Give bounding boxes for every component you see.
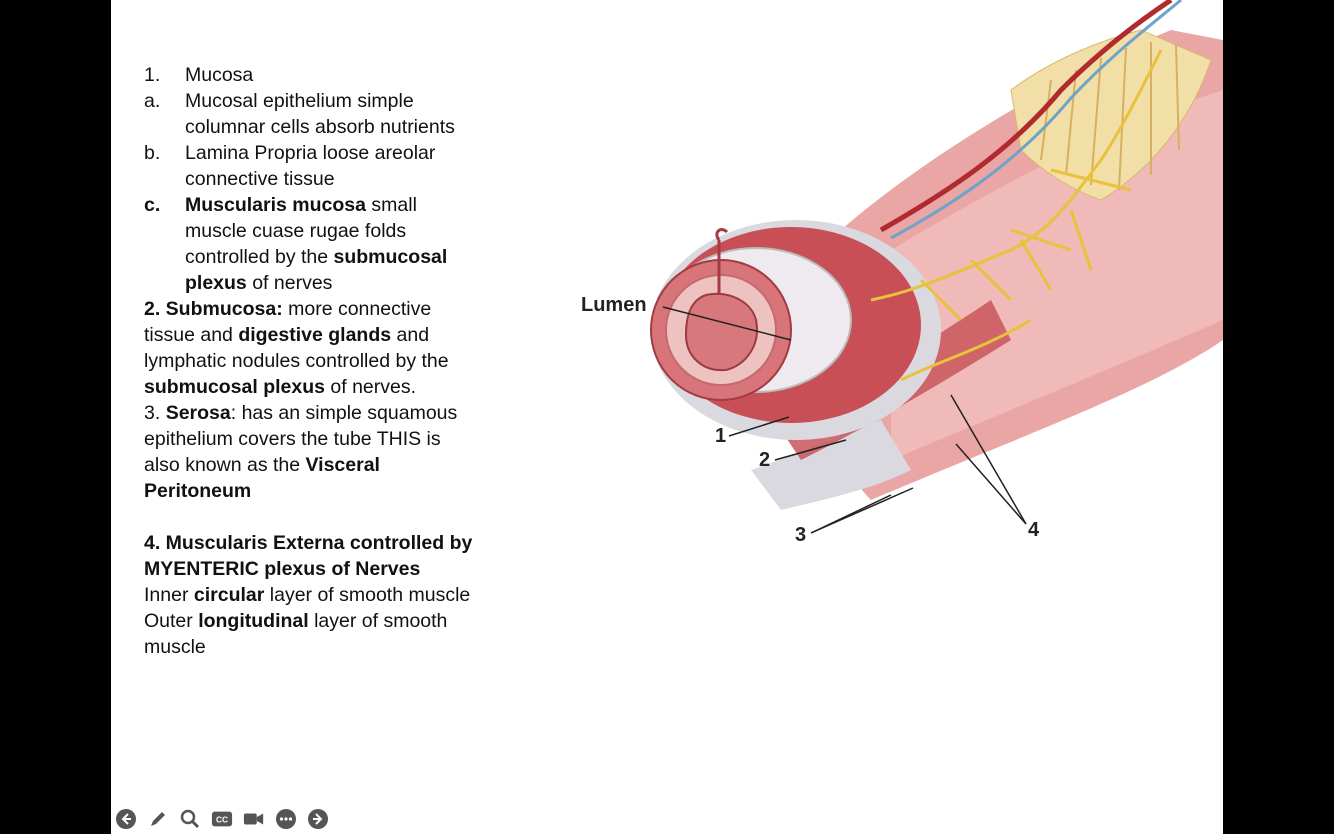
text-run: layer of smooth muscle — [264, 584, 471, 606]
captions-button[interactable]: CC — [211, 808, 233, 830]
slide: 1. Mucosa a. Mucosal epithelium simple c… — [111, 0, 1223, 834]
paragraph-inner-layer: Inner circular layer of smooth muscle — [144, 582, 474, 608]
back-button[interactable] — [115, 808, 137, 830]
list-number: a. — [144, 90, 161, 112]
label-1: 1 — [715, 425, 726, 447]
label-2: 2 — [759, 449, 770, 471]
list-number: b. — [144, 142, 161, 164]
text-run: more connective tissue and — [144, 298, 432, 346]
label-lumen: Lumen — [581, 294, 647, 316]
text-run: of nerves. — [324, 376, 417, 398]
paragraph-submucosa: 2. Submucosa: more connective tissue and… — [144, 296, 474, 400]
back-icon — [116, 809, 136, 829]
text-run: layer of smooth muscle — [144, 610, 448, 658]
video-camera-icon — [243, 813, 264, 825]
list-number: 1. — [144, 64, 161, 86]
lumen-cavity — [684, 292, 758, 372]
artery — [879, 0, 1173, 233]
list-number: c. — [144, 194, 161, 216]
text-run: small muscle cuase rugae folds controlle… — [185, 194, 417, 268]
nerve-plexus — [870, 49, 1163, 382]
magnifier-icon — [180, 809, 200, 829]
bold-term: circular — [193, 584, 265, 606]
digestive-tract-illustration: Lumen 1 2 3 4 — [581, 0, 1223, 546]
bold-term: Serosa — [165, 402, 231, 424]
text-run: of nerves — [246, 272, 333, 294]
list-text: Mucosal epithelium simple columnar cells… — [185, 90, 455, 138]
vein — [890, 0, 1182, 240]
slide-notes: 1. Mucosa a. Mucosal epithelium simple c… — [144, 62, 474, 660]
list-item-epithelium: a. Mucosal epithelium simple columnar ce… — [144, 88, 474, 140]
tube-shading — [891, 90, 1223, 460]
paragraph-muscularis-externa: 4. Muscularis Externa controlled by MYEN… — [144, 530, 474, 582]
bold-term: Visceral Peritoneum — [144, 454, 380, 502]
presentation-controls: CC — [111, 806, 335, 832]
leader-line-lumen — [662, 306, 792, 341]
bold-term: Muscularis mucosa — [185, 194, 366, 216]
list-item-lamina-propria: b. Lamina Propria loose areolar connecti… — [144, 140, 474, 192]
mesentery-fat-folds — [1040, 42, 1180, 191]
pen-icon — [151, 812, 165, 826]
closed-captions-icon: CC — [211, 811, 233, 827]
leader-line-4a — [950, 394, 1027, 525]
list-text: Lamina Propria loose areolar connective … — [185, 142, 436, 190]
leader-line-2 — [774, 439, 847, 461]
text-run: Outer — [144, 610, 199, 632]
more-options-icon — [276, 809, 296, 829]
leader-line-3b — [810, 487, 914, 534]
list-item-muscularis-mucosa: c. Muscularis mucosa small muscle cuase … — [144, 192, 474, 296]
bold-term: submucosal plexus — [144, 376, 325, 398]
serosa-layer — [751, 420, 911, 510]
forward-button[interactable] — [307, 808, 329, 830]
paragraph-outer-layer: Outer longitudinal layer of smooth muscl… — [144, 608, 474, 660]
text-run: 3. — [144, 402, 166, 424]
camera-button[interactable] — [243, 808, 265, 830]
spacer — [144, 504, 474, 530]
bold-term: longitudinal — [198, 610, 309, 632]
text-run: and lymphatic nodules controlled by the — [144, 324, 449, 372]
more-button[interactable] — [275, 808, 297, 830]
bold-term: submucosal plexus — [185, 246, 448, 294]
paragraph-serosa: 3. Serosa: has an simple squamous epithe… — [144, 400, 474, 504]
text-run: : has an simple squamous epithelium cove… — [144, 402, 458, 476]
list-item-mucosa: 1. Mucosa — [144, 62, 474, 88]
captions-label: CC — [216, 816, 228, 825]
leader-line-4b — [955, 443, 1027, 525]
list-text: Muscularis mucosa small muscle cuase rug… — [185, 192, 474, 296]
bold-term: 2. Submucosa: — [144, 298, 283, 320]
leader-line-1 — [728, 416, 790, 437]
bold-term: digestive glands — [238, 324, 392, 346]
pen-button[interactable] — [147, 808, 169, 830]
mucosal-gland — [715, 228, 729, 295]
bold-heading: 4. Muscularis Externa controlled by MYEN… — [144, 532, 473, 580]
forward-icon — [308, 809, 328, 829]
label-3: 3 — [795, 524, 806, 546]
text-run: Inner — [144, 584, 194, 606]
label-4: 4 — [1028, 519, 1040, 541]
list-text: Mucosa — [185, 64, 254, 86]
zoom-button[interactable] — [179, 808, 201, 830]
